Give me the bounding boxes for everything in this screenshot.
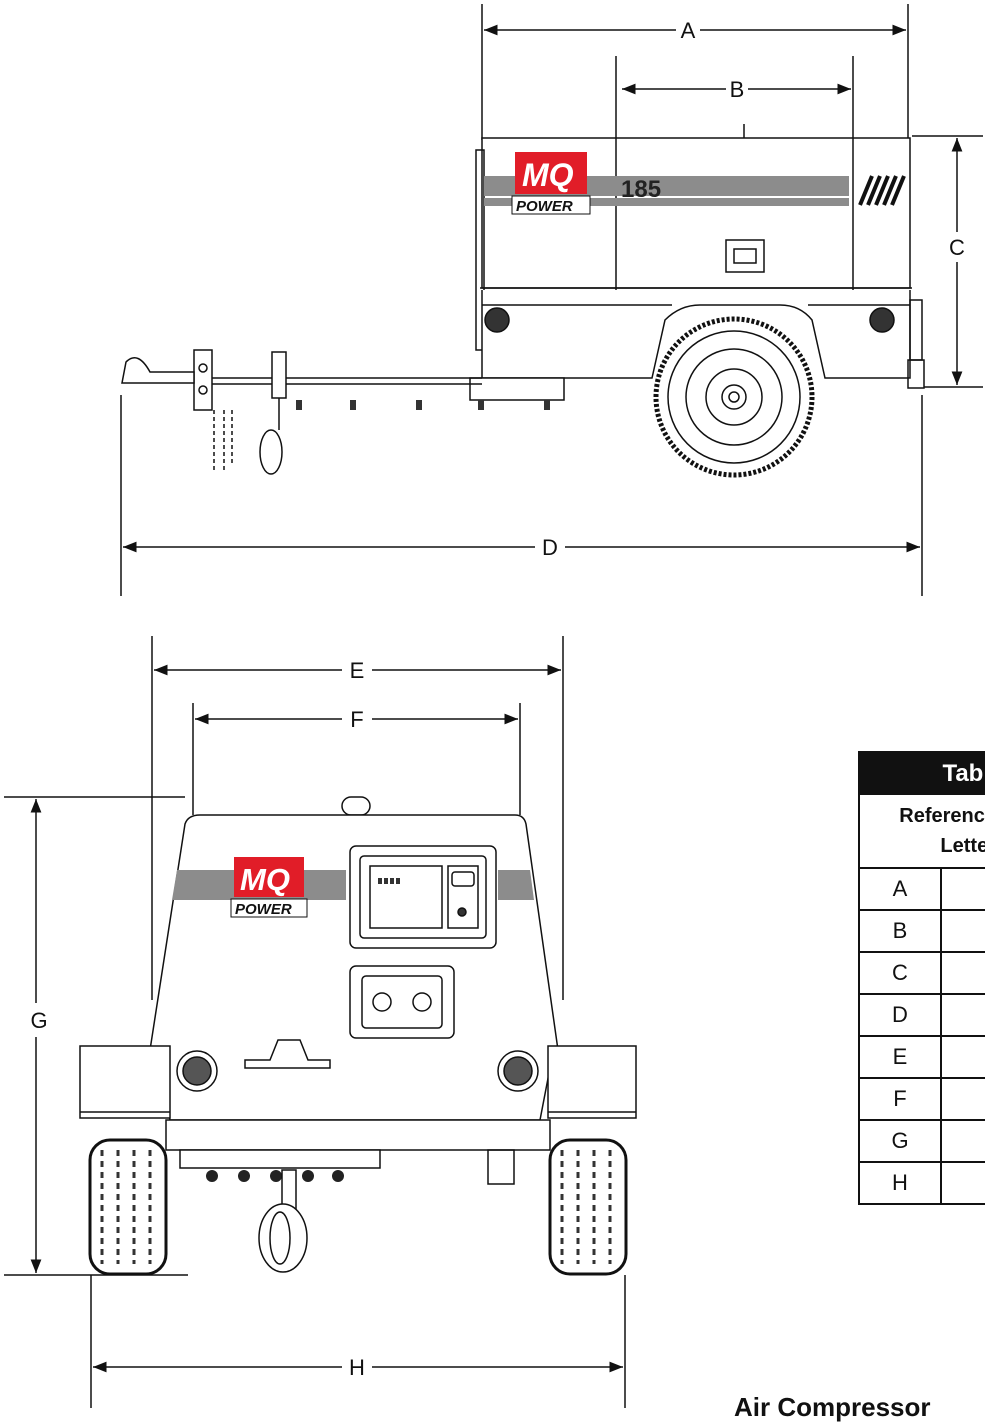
table-row: A [859, 868, 985, 911]
table-row: D [859, 994, 985, 1037]
model-number: 185 [621, 176, 661, 203]
dimension-table: Tabl Reference Letter A B C D E F G H [858, 751, 985, 1205]
table-row: H [859, 1162, 985, 1205]
table-cell-letter: F [859, 1078, 942, 1121]
dimension-lines-front [30, 664, 623, 1373]
table-row: B [859, 910, 985, 953]
table-header-reference-letter: Reference Letter [859, 795, 985, 869]
dimension-label-g: G [30, 1008, 47, 1033]
table-cell-letter: E [859, 1036, 942, 1079]
table-row: E [859, 1036, 985, 1079]
figure-caption: Air Compressor [734, 1392, 931, 1422]
table-cell-letter: G [859, 1120, 942, 1163]
table-title: Tabl [859, 752, 985, 795]
table-row: G [859, 1120, 985, 1163]
mq-power-logo-front: MQ POWER [230, 857, 308, 918]
table-cell-letter: B [859, 910, 942, 953]
svg-text:MQ: MQ [240, 862, 290, 897]
svg-text:POWER: POWER [516, 198, 573, 215]
dimension-label-e: E [350, 658, 365, 683]
dimension-label-f: F [350, 707, 363, 732]
svg-text:MQ: MQ [522, 157, 574, 193]
side-view [120, 4, 983, 596]
dimension-label-a: A [681, 18, 696, 43]
table-cell-letter: D [859, 994, 942, 1037]
table-cell-letter: A [859, 868, 942, 911]
dimension-label-d: D [542, 535, 558, 560]
table-row: F [859, 1078, 985, 1121]
table-cell-letter: H [859, 1162, 942, 1205]
mq-power-logo: MQ POWER [511, 152, 591, 215]
dimension-label-h: H [349, 1355, 365, 1380]
table-row: C [859, 952, 985, 995]
svg-text:POWER: POWER [235, 901, 292, 918]
dimension-label-b: B [730, 77, 745, 102]
table-cell-letter: C [859, 952, 942, 995]
dimension-label-c: C [949, 235, 965, 260]
front-view [4, 636, 637, 1408]
dimension-lines-side [123, 24, 963, 553]
